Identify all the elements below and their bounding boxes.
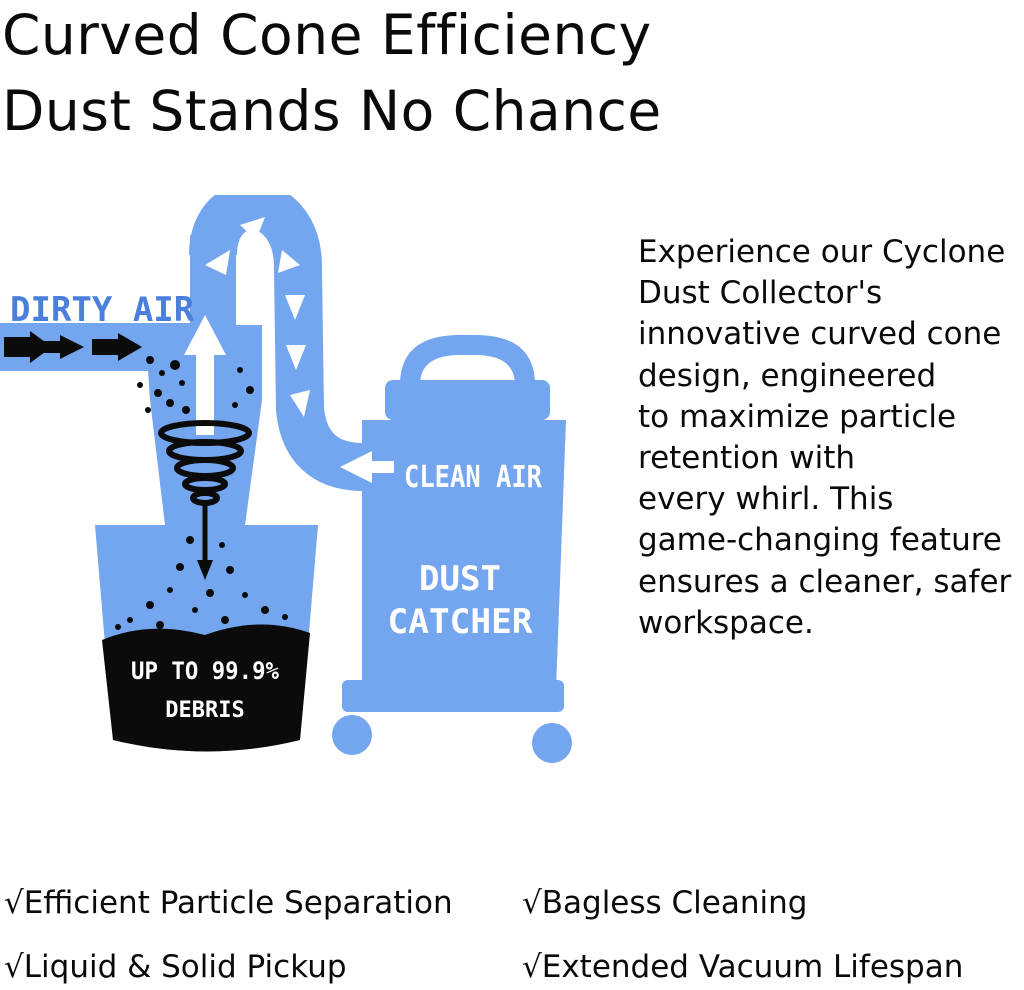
description-line: workspace. (638, 604, 814, 641)
feature-particle-separation: √Efficient Particle Separation (4, 885, 453, 921)
dust-catcher-label-line2: CATCHER (388, 602, 534, 642)
description-line: innovative curved cone (638, 316, 1002, 353)
hose-arrow-5 (286, 345, 306, 370)
dust-particles (115, 356, 288, 630)
catcher-base (342, 680, 564, 712)
description-line: game-changing feature (638, 522, 1002, 559)
up-arrow (184, 315, 226, 435)
headline-line-2: Dust Stands No Chance (2, 79, 662, 143)
description-line: design, engineered (638, 357, 937, 394)
hose-arrow-2 (240, 217, 265, 240)
feature-liquid-solid-pickup: √Liquid & Solid Pickup (4, 949, 347, 985)
dust-catcher-label-line1: DUST (419, 559, 501, 599)
catcher-handle (400, 335, 535, 385)
black-arrow-3 (92, 333, 142, 361)
dirty-air-arrows (4, 331, 142, 363)
description-line: retention with (638, 440, 856, 477)
description-line: Dust Collector's (638, 275, 883, 312)
hose-arrow-6 (290, 390, 310, 417)
clean-air-arrow (340, 451, 394, 483)
feature-bagless-cleaning: √Bagless Cleaning (522, 885, 808, 921)
debris-fill (102, 624, 310, 752)
headline-line-1: Curved Cone Efficiency (2, 3, 652, 67)
diagram-labels: DIRTY AIR CLEAN AIR DUST CATCHER UP TO 9… (10, 290, 543, 723)
catcher-wheel-right (532, 723, 572, 763)
transfer-hose (189, 195, 380, 491)
catcher-body (362, 420, 566, 690)
catcher-lid (385, 380, 550, 420)
airflow-arrows (184, 217, 394, 483)
black-arrow-2 (20, 335, 84, 359)
clean-air-label: CLEAN AIR (404, 460, 543, 495)
dust-catcher (332, 335, 572, 763)
debris-label-line2: DEBRIS (165, 698, 244, 723)
description-line: to maximize particle (638, 398, 957, 435)
debris-label-line1: UP TO 99.9% (131, 657, 280, 685)
vortex (158, 420, 252, 580)
feature-vacuum-lifespan: √Extended Vacuum Lifespan (522, 949, 964, 985)
description-line: ensures a cleaner, safer (638, 563, 1012, 600)
catcher-wheel-left (332, 715, 372, 755)
cyclone-diagram: DIRTY AIR CLEAN AIR DUST CATCHER UP TO 9… (0, 195, 572, 763)
description-line: Experience our Cyclone (638, 234, 1006, 270)
hose-arrow-3 (278, 250, 300, 273)
description-paragraph: Experience our Cyclone Dust Collector's … (638, 232, 1024, 644)
description-line: every whirl. This (638, 481, 894, 518)
hose-arrow-4 (285, 295, 305, 320)
hose-arrow-1 (205, 250, 230, 275)
dirty-air-label: DIRTY AIR (10, 290, 195, 330)
